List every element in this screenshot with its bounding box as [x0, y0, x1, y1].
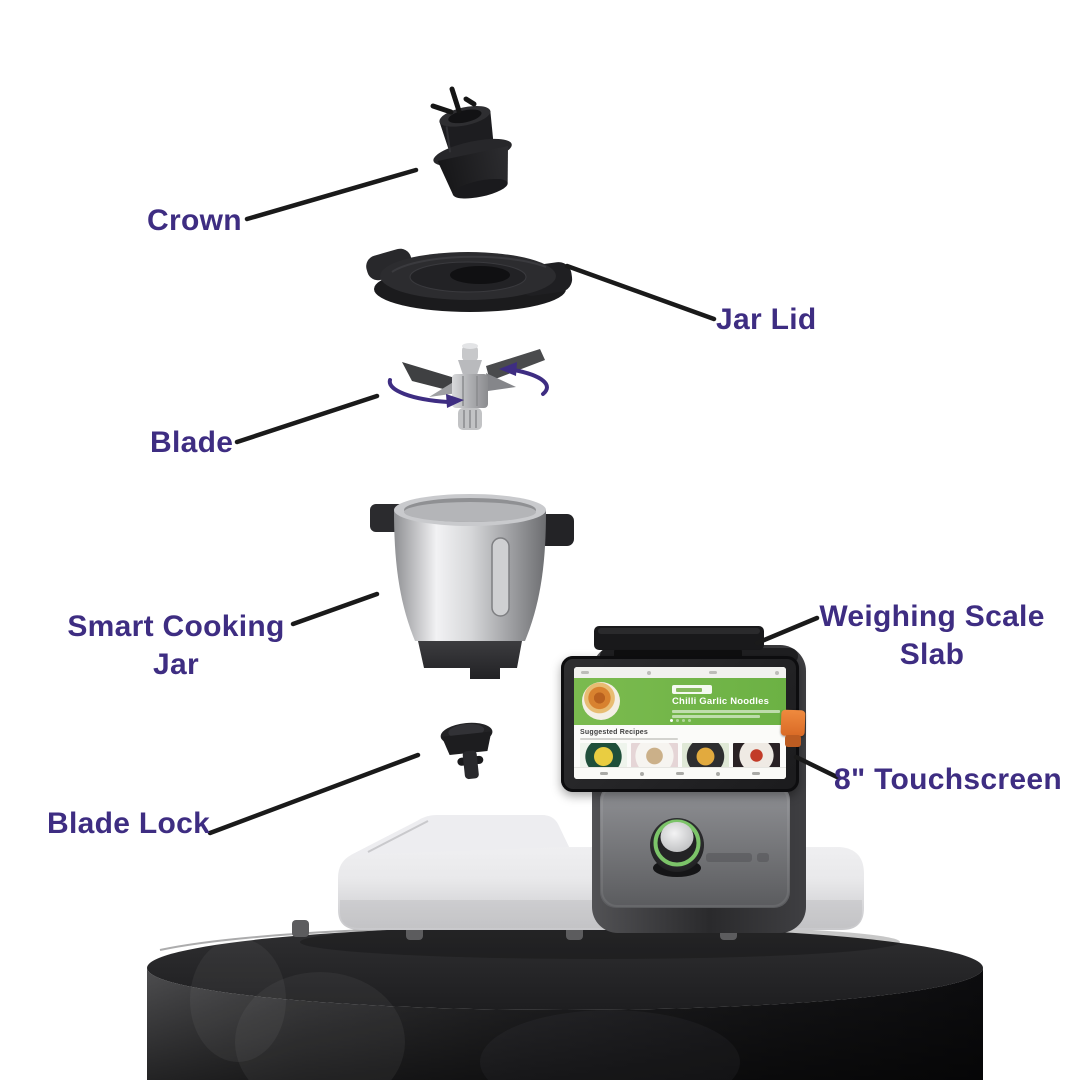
touchscreen-display: Chilli Garlic Noodles Suggested Recipes: [574, 667, 786, 779]
jar-lid-part: [366, 248, 573, 312]
orange-side-clip-tab: [785, 735, 801, 747]
recipe-thumbnail-row: [580, 743, 780, 773]
search-icon: [709, 671, 717, 674]
blade-part: [402, 343, 545, 430]
callout-label-jar-lid: Jar Lid: [716, 303, 817, 336]
callout-label-blade-lock: Blade Lock: [47, 807, 211, 840]
home-icon: [647, 670, 651, 675]
appliance-shadow: [300, 925, 900, 959]
base-hopper: [351, 815, 569, 855]
smart-cooking-jar-part: [370, 494, 574, 679]
control-knob: [650, 818, 704, 877]
menu-icon: [581, 671, 589, 674]
pedestal-table: [147, 925, 983, 1080]
screen-bottom-bar: [574, 767, 786, 779]
featured-recipe-title: Chilli Garlic Noodles: [672, 696, 770, 707]
orange-side-clip: [780, 709, 806, 737]
nav-icon: [716, 771, 720, 776]
callout-label-smart-cooking-jar: Smart Cooking Jar: [67, 610, 285, 681]
suggested-recipes-subtitle: [580, 738, 678, 740]
touchscreen-bezel: Chilli Garlic Noodles Suggested Recipes: [561, 656, 799, 792]
noodle-bowl-photo: [582, 682, 620, 720]
recipe-thumbnail-tomato-plate: [733, 743, 780, 773]
callout-label-crown: Crown: [147, 204, 242, 237]
recipe-badge: [672, 685, 712, 694]
nav-icon: [600, 772, 608, 775]
screen-status-bar: [574, 667, 786, 678]
callout-label-blade: Blade: [150, 426, 234, 459]
nav-icon: [752, 772, 760, 775]
recipe-description-line: [672, 710, 780, 713]
suggested-recipes-heading: Suggested Recipes: [580, 729, 648, 736]
brand-mark: [706, 853, 752, 862]
nav-icon: [676, 772, 684, 775]
nav-icon: [640, 771, 644, 776]
profile-icon: [775, 670, 779, 675]
callout-label-weighing-scale-slab: Weighing Scale Slab: [819, 600, 1045, 671]
crown-part: [433, 105, 512, 199]
blade-lock-part: [440, 722, 493, 780]
featured-recipe-banner: Chilli Garlic Noodles: [574, 678, 786, 725]
recipe-description-line: [672, 715, 760, 718]
suggested-recipes-section: Suggested Recipes: [574, 725, 786, 773]
carousel-dots: [574, 719, 786, 722]
recipe-thumbnail-rice-bowl: [580, 743, 627, 773]
jar-window: [491, 537, 510, 617]
callout-label-touchscreen: 8" Touchscreen: [834, 763, 1062, 796]
recipe-thumbnail-noodle-plate: [631, 743, 678, 773]
rotation-arrows: [387, 362, 549, 408]
